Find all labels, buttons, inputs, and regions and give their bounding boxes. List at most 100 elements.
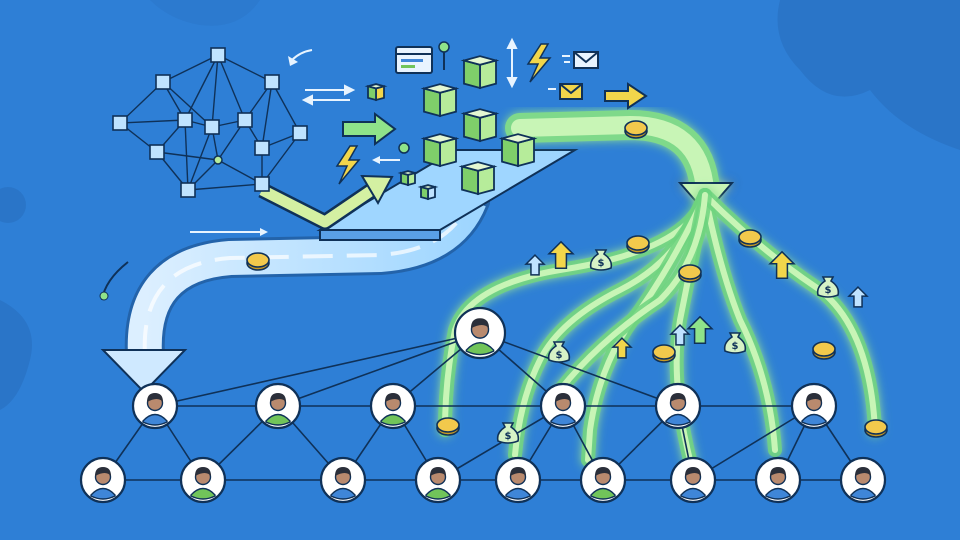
svg-text:$: $ (598, 258, 605, 269)
money-bag-icon: $ (816, 276, 840, 298)
network-node (254, 176, 270, 192)
person-avatar-icon (414, 456, 462, 504)
network-node (264, 74, 280, 90)
person-avatar-icon (179, 456, 227, 504)
coin-icon (626, 235, 650, 254)
person-avatar-icon (369, 382, 417, 430)
vertical-arrows-icon (506, 37, 518, 89)
up-arrow-icon (768, 250, 796, 279)
coin-icon (864, 419, 888, 438)
network-edge (261, 81, 273, 149)
network-edge (217, 54, 246, 121)
block-cube (364, 83, 388, 102)
person-avatar-icon (79, 456, 127, 504)
coin-icon (652, 344, 676, 363)
double-arrow-icon (301, 84, 356, 106)
network-node (177, 112, 193, 128)
network-edge (217, 54, 273, 83)
network-graph-icon (112, 47, 308, 198)
block-cube (397, 170, 419, 187)
curved-arrow-icon (291, 49, 313, 61)
up-arrow-icon (611, 337, 633, 359)
network-edge (187, 183, 263, 191)
lightning-icon (526, 43, 552, 83)
up-arrow-icon (669, 324, 691, 346)
person-avatar-icon (453, 306, 507, 360)
coin-icon (678, 264, 702, 283)
person-avatar-icon (319, 456, 367, 504)
coin-icon (436, 417, 460, 436)
network-node (254, 140, 270, 156)
block-cube (460, 55, 500, 90)
up-arrow-icon (524, 254, 546, 276)
svg-text:$: $ (825, 285, 832, 296)
up-arrows (524, 240, 869, 359)
network-edge (261, 132, 301, 185)
coin-icon (738, 229, 762, 248)
network-edge (211, 54, 219, 128)
coin-icon (246, 252, 270, 271)
block-cube (498, 133, 538, 168)
person-avatar-icon (539, 382, 587, 430)
blockchain-cubes-icon (364, 55, 538, 201)
network-edge (271, 81, 301, 134)
decorations (99, 37, 648, 301)
person-avatar-icon (839, 456, 887, 504)
right-arrow-icon (342, 112, 397, 146)
money-bags: $ $ $ $ $ (496, 249, 840, 444)
coin-icon (812, 341, 836, 360)
network-node (237, 112, 253, 128)
block-cube (458, 161, 498, 196)
network-edge (162, 54, 219, 83)
lightning-icon (335, 145, 361, 185)
network-node (292, 125, 308, 141)
network-link (437, 405, 564, 481)
network-edge (162, 81, 213, 128)
background-blobs (0, 0, 960, 410)
flow-stream-core (557, 192, 708, 393)
network-node (213, 155, 223, 165)
envelope-icon (562, 51, 599, 69)
person-avatar-icon (579, 456, 627, 504)
people-network (79, 306, 887, 504)
network-node (210, 47, 226, 63)
person-avatar-icon (654, 382, 702, 430)
network-edge (184, 119, 189, 191)
network-node (155, 74, 171, 90)
flow-stream-core (702, 192, 778, 453)
block-cube (420, 133, 460, 168)
money-bag-icon: $ (589, 249, 613, 271)
coin-icon (624, 120, 648, 139)
down-arrow-head-left (100, 349, 188, 394)
svg-text:$: $ (732, 341, 739, 352)
network-edge (156, 151, 219, 161)
network-link (479, 332, 679, 407)
coins (246, 120, 888, 438)
network-edge (184, 54, 219, 121)
right-arrow-icon (604, 82, 648, 110)
network-link (277, 332, 481, 407)
person-avatar-icon (754, 456, 802, 504)
block-cube (460, 108, 500, 143)
network-node (149, 144, 165, 160)
money-bag-icon: $ (547, 341, 571, 363)
network-edge (187, 126, 213, 191)
network-link (692, 405, 815, 481)
up-arrow-icon (547, 240, 575, 269)
person-avatar-icon (669, 456, 717, 504)
person-avatar-icon (254, 382, 302, 430)
person-avatar-icon (494, 456, 542, 504)
svg-text:$: $ (505, 431, 512, 442)
network-edge (119, 119, 186, 124)
money-bag-icon: $ (496, 422, 520, 444)
envelope-icon (548, 83, 583, 100)
up-arrow-icon (847, 286, 869, 308)
network-node (180, 182, 196, 198)
network-node (112, 115, 128, 131)
network-to-blocks-arrow (258, 174, 394, 230)
svg-text:$: $ (556, 350, 563, 361)
block-cube (420, 83, 460, 118)
block-cube (417, 184, 439, 201)
main-flow-ribbon (100, 149, 579, 394)
